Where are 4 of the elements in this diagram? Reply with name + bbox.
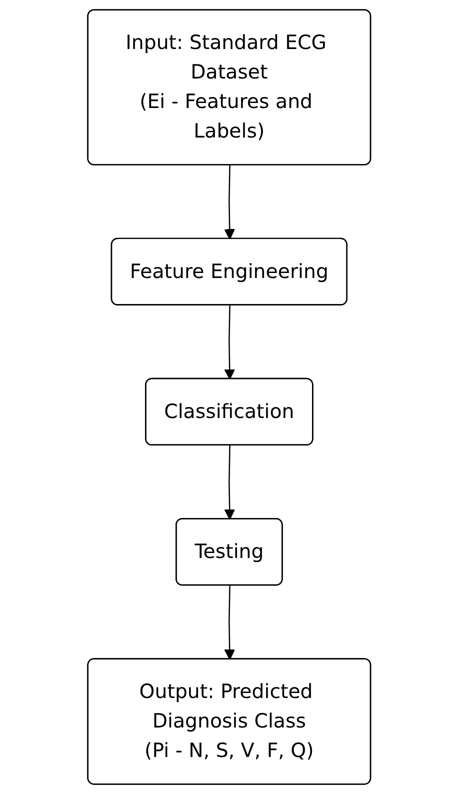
arrow [224,165,236,240]
arrow [224,586,236,660]
arrow [224,305,236,380]
arrow [224,446,236,520]
